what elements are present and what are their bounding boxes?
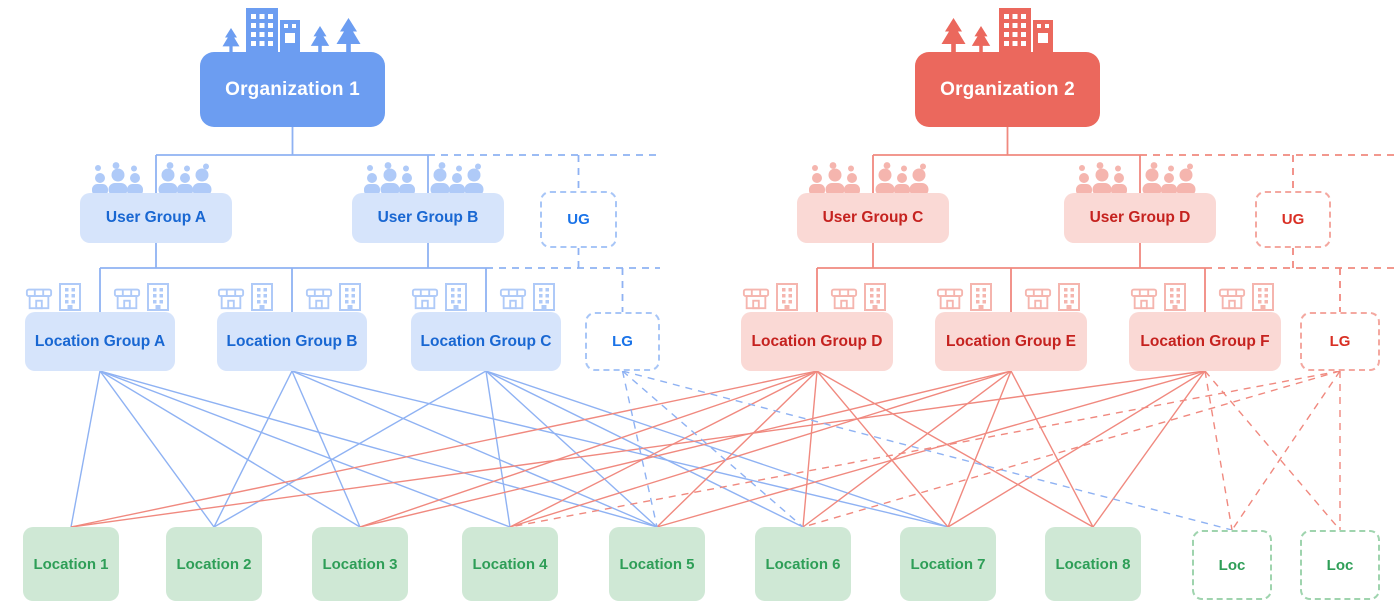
location-2-label: Location 2 [176, 555, 252, 573]
location-group-a-store-icons [25, 281, 175, 313]
location-group-placeholder-red-box: LG [1300, 312, 1380, 371]
location-group-f-box: Location Group F [1129, 312, 1281, 371]
storefront-icon [27, 284, 168, 310]
building-icon [246, 8, 300, 52]
people-icon [364, 162, 484, 196]
location-1-label: Location 1 [33, 555, 109, 573]
location-6-label: Location 6 [765, 555, 841, 573]
organization-1-icons [222, 8, 361, 52]
organization-1-box: Organization 1 [200, 52, 385, 127]
location-group-e-box: Location Group E [935, 312, 1087, 371]
people-icon [809, 162, 929, 196]
user-group-a-label: User Group A [105, 209, 207, 226]
user-group-placeholder-red-box: UG [1255, 191, 1331, 248]
user-group-placeholder-blue-label: UG [567, 211, 590, 228]
user-group-d-people-icons [1074, 162, 1206, 196]
location-3-box: Location 3 [312, 527, 408, 601]
location-group-e-store-icons [936, 281, 1086, 313]
organization-2-box: Organization 2 [915, 52, 1100, 127]
user-group-d-label: User Group D [1089, 209, 1191, 226]
location-placeholder-2-label: Loc [1326, 556, 1354, 574]
user-group-c-people-icons [807, 162, 939, 196]
location-group-a-box: Location Group A [25, 312, 175, 371]
user-group-placeholder-blue-box: UG [540, 191, 617, 248]
location-5-label: Location 5 [619, 555, 695, 573]
location-group-c-store-icons [411, 281, 561, 313]
tree-icon [941, 18, 966, 52]
storefront-icon [1132, 284, 1273, 310]
location-group-f-store-icons [1130, 281, 1280, 313]
storefront-icon [744, 284, 885, 310]
location-group-c-box: Location Group C [411, 312, 561, 371]
user-group-c-box: User Group C [797, 193, 949, 243]
storefront-icon [938, 284, 1079, 310]
tree-icon [310, 26, 330, 52]
organization-2-icons [941, 8, 1053, 52]
user-group-b-people-icons [362, 162, 494, 196]
tree-icon [971, 26, 991, 52]
location-6-box: Location 6 [755, 527, 851, 601]
tree-icon [222, 28, 240, 52]
location-7-label: Location 7 [910, 555, 986, 573]
location-group-d-store-icons [742, 281, 892, 313]
user-group-a-box: User Group A [80, 193, 232, 243]
location-group-d-box: Location Group D [741, 312, 893, 371]
location-placeholder-1-box: Loc [1192, 530, 1272, 600]
location-3-label: Location 3 [322, 555, 398, 573]
location-1-box: Location 1 [23, 527, 119, 601]
location-group-b-box: Location Group B [217, 312, 367, 371]
user-group-b-label: User Group B [377, 209, 479, 226]
people-icon [1076, 162, 1196, 196]
user-group-d-box: User Group D [1064, 193, 1216, 243]
location-group-placeholder-blue-box: LG [585, 312, 660, 371]
people-icon [92, 162, 212, 196]
user-group-c-label: User Group C [822, 209, 924, 226]
building-icon [999, 8, 1053, 52]
location-group-d-label: Location Group D [751, 332, 883, 350]
location-7-box: Location 7 [900, 527, 996, 601]
storefront-icon [219, 284, 360, 310]
location-4-box: Location 4 [462, 527, 558, 601]
location-group-placeholder-blue-label: LG [612, 333, 633, 350]
organization-2-label: Organization 2 [940, 78, 1075, 100]
location-group-b-store-icons [217, 281, 367, 313]
location-group-b-label: Location Group B [226, 332, 358, 350]
user-group-a-people-icons [90, 162, 222, 196]
location-placeholder-2-box: Loc [1300, 530, 1380, 600]
location-5-box: Location 5 [609, 527, 705, 601]
location-4-label: Location 4 [472, 555, 548, 573]
location-8-label: Location 8 [1055, 555, 1131, 573]
location-placeholder-1-label: Loc [1218, 556, 1246, 574]
user-group-b-box: User Group B [352, 193, 504, 243]
location-8-box: Location 8 [1045, 527, 1141, 601]
location-group-e-label: Location Group E [945, 332, 1077, 350]
user-group-placeholder-red-label: UG [1281, 211, 1305, 228]
location-group-a-label: Location Group A [34, 332, 166, 350]
organization-1-label: Organization 1 [225, 78, 360, 100]
tree-icon [336, 18, 361, 52]
location-group-f-label: Location Group F [1140, 332, 1270, 350]
location-group-placeholder-red-label: LG [1329, 333, 1351, 350]
location-group-c-label: Location Group C [420, 332, 552, 350]
storefront-icon [413, 284, 554, 310]
location-2-box: Location 2 [166, 527, 262, 601]
